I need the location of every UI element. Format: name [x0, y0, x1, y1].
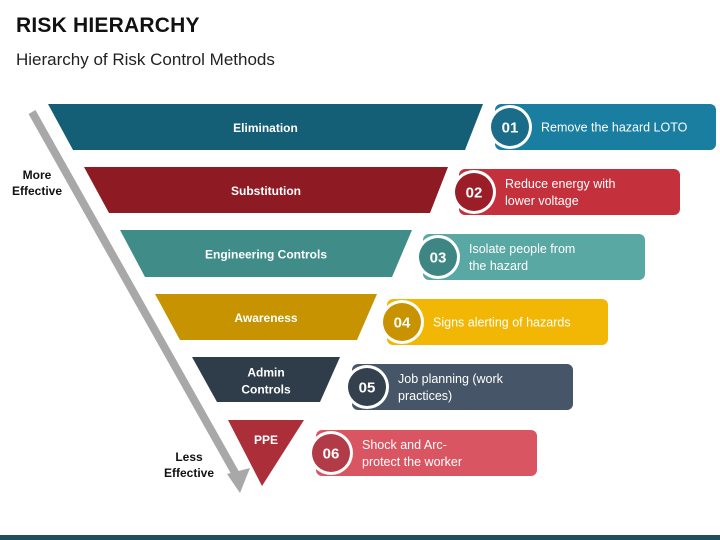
funnel-band [48, 104, 483, 150]
description-pill [316, 430, 537, 476]
more-effective-label: More Effective [6, 167, 68, 199]
level-description: Job planning (work [398, 372, 504, 386]
hierarchy-level-03: Engineering Controls 03 Isolate people fro… [120, 230, 645, 280]
number-badge [312, 434, 350, 472]
number-badge-label: 02 [466, 185, 483, 202]
level-label: Engineering Controls [205, 248, 327, 262]
hierarchy-level-01: Elimination 01 Remove the hazard LOTO [48, 104, 716, 150]
level-label: PPE [254, 433, 278, 447]
number-badge [455, 173, 493, 211]
level-label: Controls [241, 383, 291, 397]
level-description: Remove the hazard LOTO [541, 121, 688, 135]
level-label: Substitution [231, 184, 301, 198]
level-label: Awareness [234, 311, 297, 325]
number-badge [383, 303, 421, 341]
funnel-band [84, 167, 448, 213]
description-pill [387, 299, 608, 345]
description-pill [423, 234, 645, 280]
less-effective-line-1: Less [175, 450, 203, 464]
level-label: Admin [247, 366, 284, 380]
less-effective-label: Less Effective [156, 449, 222, 481]
number-badge [348, 368, 386, 406]
funnel-band [192, 357, 340, 402]
number-badge-label: 01 [502, 120, 519, 137]
number-badge-label: 05 [359, 380, 376, 397]
number-badge [491, 108, 529, 146]
number-badge [419, 238, 457, 276]
level-description: Signs alerting of hazards [433, 316, 571, 330]
number-badge-label: 03 [430, 250, 447, 267]
level-description: Isolate people from [469, 242, 575, 256]
level-label: Elimination [233, 121, 298, 135]
funnel-band [120, 230, 412, 277]
more-effective-line-2: Effective [11, 184, 63, 198]
description-pill [495, 104, 716, 150]
funnel-band [228, 420, 304, 486]
hierarchy-level-06: PPE 06 Shock and Arc-protect the worker [228, 420, 537, 486]
arrow-down-icon [28, 110, 250, 493]
number-badge-label: 06 [323, 446, 340, 463]
level-description: the hazard [469, 259, 528, 273]
number-badge-label: 04 [394, 315, 411, 332]
level-description: Reduce energy with [505, 177, 616, 191]
more-effective-line-1: More [22, 168, 52, 182]
level-description: practices) [398, 389, 452, 403]
less-effective-line-2: Effective [163, 466, 215, 480]
hierarchy-level-04: Awareness 04 Signs alerting of hazards [155, 294, 608, 345]
page-title: RISK HIERARCHY [16, 14, 200, 37]
description-pill [459, 169, 680, 215]
funnel-band [155, 294, 377, 340]
level-description: lower voltage [505, 194, 579, 208]
page-subtitle: Hierarchy of Risk Control Methods [16, 50, 275, 69]
hierarchy-level-02: Substitution 02 Reduce energy with lower vo… [84, 167, 680, 215]
level-description: Shock and Arc- [362, 438, 447, 452]
level-description: protect the worker [362, 455, 462, 469]
description-pill [352, 364, 573, 410]
bottom-accent-bar [0, 535, 720, 540]
